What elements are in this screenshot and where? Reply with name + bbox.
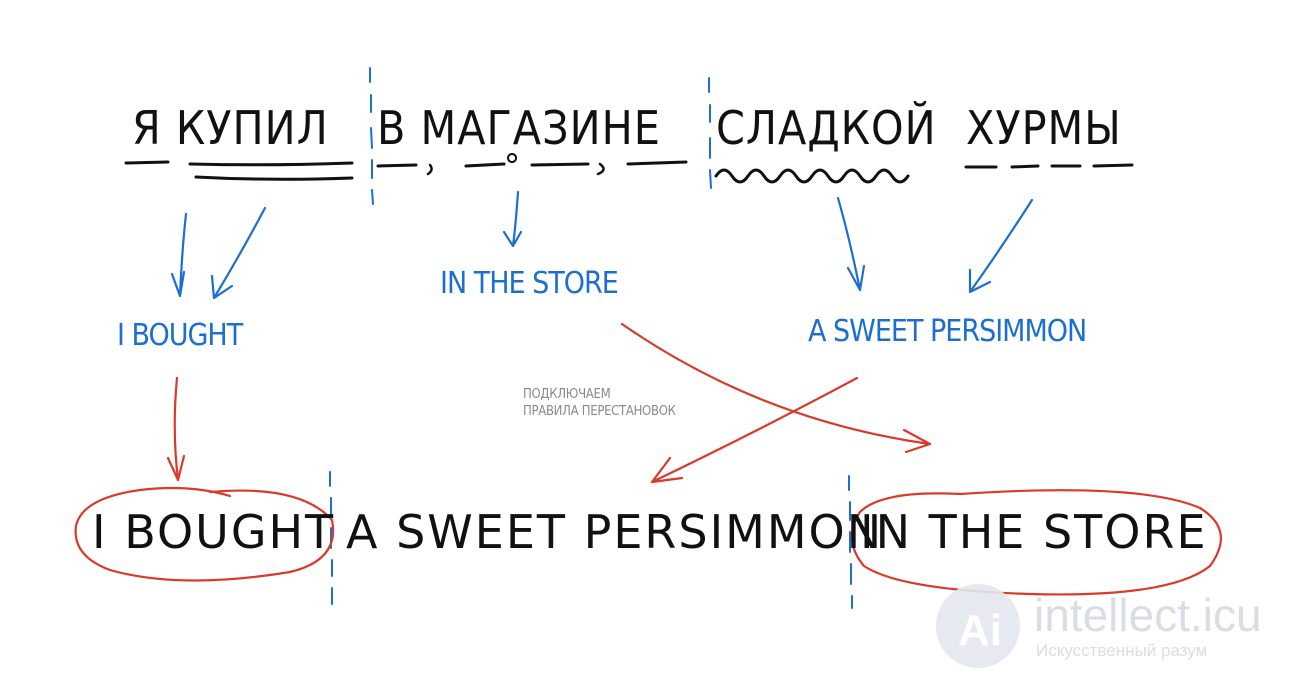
- curved-arrow-icon: [620, 322, 932, 454]
- watermark-site: intellect.icu: [1034, 589, 1262, 641]
- separator-2: [708, 77, 712, 189]
- result-i-bought: I BOUGHT: [92, 505, 336, 559]
- label-in-the-store: IN THE STORE: [440, 266, 619, 301]
- object-underline: [964, 163, 1134, 169]
- source-word-v-magazine: В МАГАЗИНЕ: [377, 101, 661, 155]
- circle-i-bought: [74, 486, 335, 582]
- down-arrow-icon: [968, 198, 1034, 294]
- predicate-underline-1: [188, 161, 354, 167]
- label-a-sweet-persimmon: A SWEET PERSIMMON: [808, 314, 1087, 349]
- source-word-ya-kupil: Я КУПИЛ: [132, 101, 329, 155]
- down-arrow-icon: [166, 376, 186, 482]
- attribute-underline: [714, 168, 910, 184]
- result-in-the-store: IN THE STORE: [860, 505, 1208, 559]
- predicate-underline-2: [194, 175, 354, 181]
- result-a-sweet-persimmon: A SWEET PERSIMMON: [346, 505, 884, 559]
- circle-in-the-store: [850, 489, 1222, 596]
- ai-logo-icon: Ai: [936, 584, 1020, 668]
- watermark-tagline: Искусственный разум: [1036, 641, 1208, 660]
- separator-3: [329, 471, 333, 605]
- source-word-sladkoy: СЛАДКОЙ: [716, 101, 937, 155]
- subject-underline: [124, 160, 170, 165]
- down-arrow-icon: [210, 206, 267, 300]
- note-line-2: ПРАВИЛА ПЕРЕСТАНОВОК: [523, 404, 676, 419]
- label-i-bought: I BOUGHT: [117, 318, 243, 353]
- separator-1: [369, 67, 374, 205]
- note-line-1: ПОДКЛЮЧАЕМ: [523, 387, 611, 402]
- svg-text:Ai: Ai: [958, 606, 1002, 655]
- down-arrow-icon: [836, 196, 866, 292]
- down-arrow-icon: [170, 212, 188, 298]
- curved-arrow-icon: [650, 376, 859, 484]
- source-word-hurmy: ХУРМЫ: [966, 101, 1122, 155]
- separator-4: [848, 475, 853, 609]
- adverbial-underline: [376, 160, 688, 168]
- down-arrow-icon: [502, 190, 523, 248]
